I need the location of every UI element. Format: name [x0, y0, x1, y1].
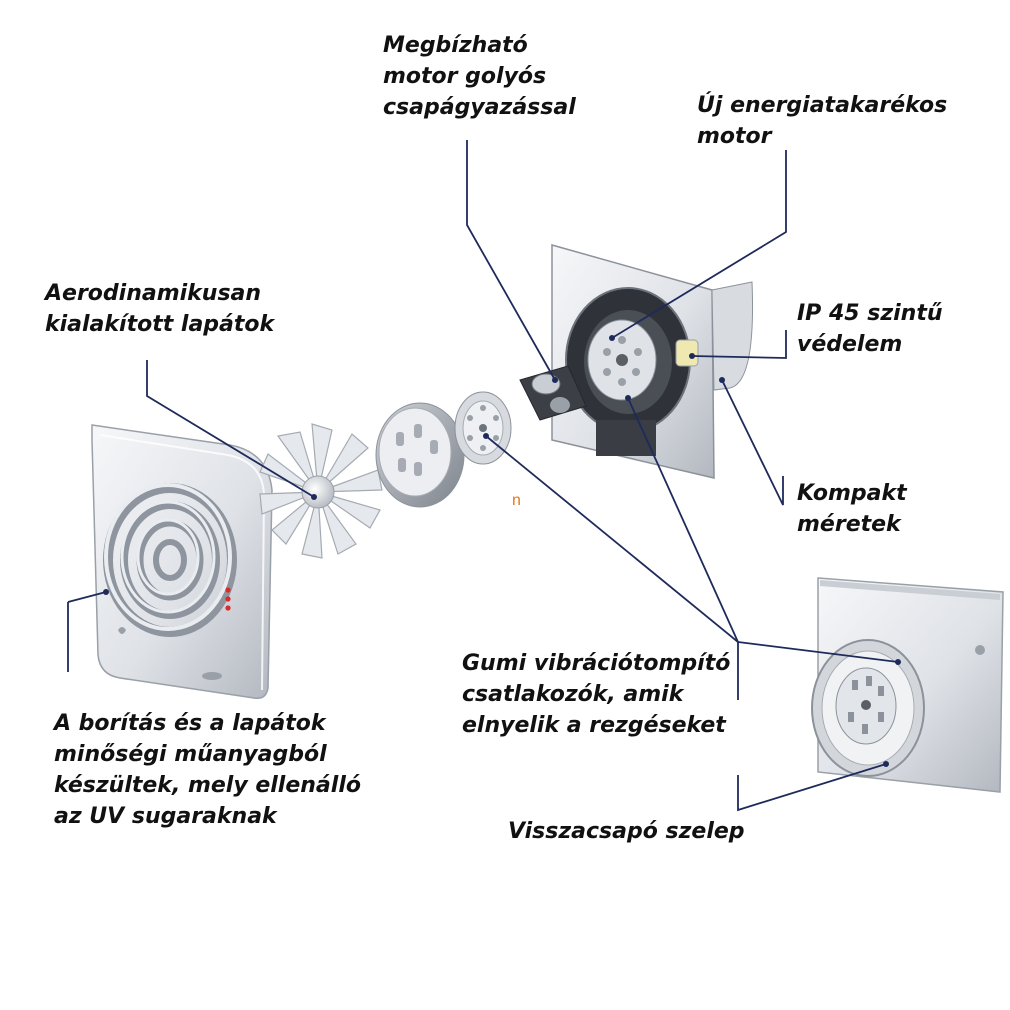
impeller	[259, 423, 383, 559]
assembled-fan	[811, 577, 1004, 793]
label-rubber-connectors: Gumi vibrációtompító csatlakozók, amik e…	[462, 651, 731, 738]
leader-endpoints	[103, 335, 901, 767]
indicator-leds	[225, 587, 231, 611]
label-cover-material: A borítás és a lapátok minőségi műanyagb…	[54, 711, 361, 829]
label-aero-blades: Aerodinamikusan kialakított lapátok	[45, 281, 275, 337]
label-bearing-motor: Megbízható motor golyós csapágyazással	[383, 33, 576, 120]
stray-mark: n	[512, 492, 521, 509]
label-energy-motor: Új energiatakarékos motor	[697, 93, 948, 149]
logo-badge	[202, 672, 222, 680]
impeller-cup	[375, 402, 465, 508]
impeller-hub	[301, 475, 335, 509]
label-ip45: IP 45 szintű védelem	[797, 301, 943, 357]
rubber-damper-plate	[454, 391, 512, 465]
motor-housing	[551, 244, 753, 479]
front-cover	[91, 424, 273, 700]
label-check-valve: Visszacsapó szelep	[508, 819, 745, 844]
leader-lines	[67, 140, 899, 812]
label-compact: Kompakt méretek	[797, 481, 907, 537]
